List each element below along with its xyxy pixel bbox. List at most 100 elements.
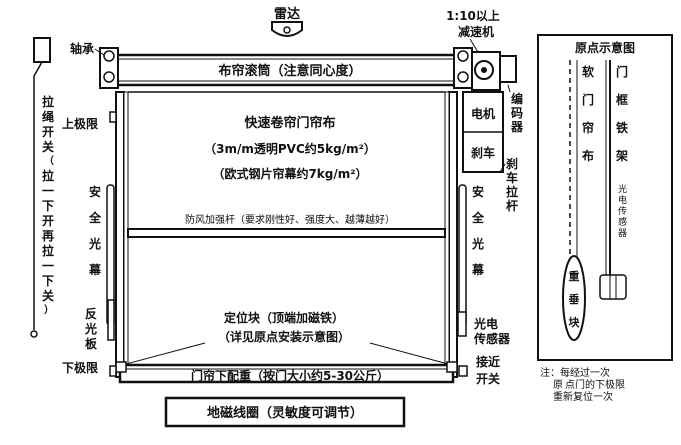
svg-text:全: 全 [88, 210, 102, 225]
radar-unit: 雷达 [271, 6, 303, 37]
svg-text:架: 架 [615, 148, 628, 163]
bearing-label: 轴承 [70, 41, 94, 56]
svg-text:（: （ [44, 154, 54, 167]
svg-text:拉: 拉 [42, 94, 54, 109]
svg-text:门: 门 [582, 92, 594, 107]
svg-text:铁: 铁 [616, 120, 628, 135]
windbar-label: 防风加强杆（要求刚性好、强度大、越薄越好） [185, 213, 395, 226]
svg-text:器: 器 [510, 120, 524, 134]
svg-text:一: 一 [42, 259, 54, 273]
svg-text:）: ） [44, 303, 54, 316]
svg-text:下: 下 [42, 274, 54, 288]
svg-text:传: 传 [618, 205, 627, 217]
motor-label: 电机 [471, 106, 495, 121]
svg-text:安: 安 [472, 184, 484, 199]
ground-coil-label: 地磁线圈（灵敏度可调节） [207, 405, 363, 421]
svg-text:光: 光 [471, 236, 484, 251]
brake-label: 刹车 [471, 145, 495, 160]
svg-text:光: 光 [618, 183, 627, 195]
svg-text:关: 关 [42, 139, 54, 154]
roller-label: 布帘滚筒（注意同心度） [218, 63, 361, 79]
svg-text:软: 软 [582, 64, 594, 79]
motor-box: 电机 刹车 [462, 91, 504, 173]
inset-weight: 重 垂 块 [562, 255, 586, 341]
svg-text:原: 原 [553, 379, 563, 391]
curtain-title: 快速卷帘门帘布 [244, 115, 335, 131]
svg-text:拉: 拉 [506, 184, 518, 199]
svg-text:编: 编 [510, 91, 523, 106]
locator-label-2: （详见原点安装示意图） [218, 329, 350, 344]
svg-text:开: 开 [42, 214, 54, 228]
bottom-weight-label: 门帘下配重（按门大小约5-30公斤） [191, 368, 389, 383]
inset-sensor-label: 光 电 传 感 器 [618, 183, 627, 239]
inset-note: 注：每经过一次 原 点门的下极限 重新复位一次 [540, 366, 625, 403]
locator-label-1: 定位块（顶端加磁铁） [224, 310, 344, 325]
svg-text:光: 光 [84, 321, 97, 336]
svg-text:框: 框 [616, 92, 628, 107]
safety-strip-right [458, 184, 467, 326]
svg-text:绳: 绳 [42, 109, 54, 124]
svg-text:电: 电 [618, 194, 627, 206]
svg-text:开: 开 [42, 125, 54, 139]
wind-bar: 防风加强杆（要求刚性好、强度大、越薄越好） [127, 213, 446, 238]
upper-limit: 上极限 [62, 111, 117, 131]
svg-text:拉: 拉 [42, 243, 54, 258]
lower-limit-label: 下极限 [62, 360, 98, 375]
svg-text:刹: 刹 [506, 156, 518, 171]
svg-text:下: 下 [42, 199, 54, 213]
inset-soft-curtain-label: 软 门 帘 布 [582, 64, 594, 163]
reflector: 反 光 板 [84, 299, 115, 351]
proximity-switch: 接近 开关 [458, 354, 500, 386]
svg-text:安: 安 [89, 184, 101, 199]
svg-text:全: 全 [471, 210, 485, 225]
roller-beam: 布帘滚筒（注意同心度） [102, 53, 470, 87]
pull-cord-switch [30, 37, 51, 338]
svg-text:器: 器 [618, 228, 627, 239]
brake-pull-rod-label: 刹 车 拉 杆 [499, 156, 518, 213]
inset-sensor-cylinder [599, 274, 627, 300]
svg-text:车: 车 [506, 170, 518, 185]
inset-title: 原点示意图 [575, 40, 635, 55]
svg-text:布: 布 [582, 148, 594, 163]
svg-text:一: 一 [42, 184, 54, 198]
svg-text:帘: 帘 [582, 120, 594, 135]
photo-sensor: 光电 传感器 [457, 311, 511, 346]
svg-text:板: 板 [85, 336, 98, 351]
curtain-pvc: （3m/m透明PVC约5kg/m²） [204, 141, 376, 156]
svg-text:幕: 幕 [88, 262, 102, 277]
reducer-label-2: 减速机 [458, 24, 494, 39]
svg-text:重: 重 [569, 269, 580, 283]
safety-label-right: 安 全 光 幕 [471, 184, 485, 277]
svg-text:反: 反 [85, 306, 97, 321]
svg-text:垂: 垂 [569, 292, 580, 306]
svg-text:感: 感 [618, 216, 627, 228]
lower-limit: 下极限 [62, 360, 117, 377]
locator-block: 定位块（顶端加磁铁） （详见原点安装示意图） [125, 310, 449, 365]
proximity-label-1: 接近 [476, 354, 500, 369]
bearing-left [99, 47, 119, 89]
photo-sensor-label-1: 光电 [473, 316, 498, 331]
pull-cord-label: 拉 绳 开 关 （ 拉 一 下 开 再 拉 一 下 关 ） [42, 94, 54, 316]
svg-text:拉: 拉 [42, 168, 54, 183]
upper-limit-label: 上极限 [62, 116, 98, 131]
radar-label: 雷达 [274, 6, 300, 22]
svg-text:块: 块 [569, 315, 581, 329]
svg-text:光: 光 [88, 236, 101, 251]
svg-text:再: 再 [42, 229, 54, 243]
proximity-label-2: 开关 [476, 371, 500, 386]
inset-door-frame-label: 门 框 铁 架 [615, 64, 628, 163]
svg-text:门: 门 [616, 64, 628, 79]
svg-text:杆: 杆 [506, 198, 518, 213]
curtain-steel: （欧式钢片帘幕约7kg/m²） [212, 166, 367, 181]
svg-text:关: 关 [42, 288, 54, 303]
bearing-right [453, 47, 473, 89]
svg-text:幕: 幕 [471, 262, 485, 277]
svg-text:点门的下极限: 点门的下极限 [565, 378, 625, 391]
svg-text:码: 码 [511, 106, 523, 120]
ground-coil: 地磁线圈（灵敏度可调节） [164, 396, 406, 428]
photo-sensor-label-2: 传感器 [473, 331, 511, 346]
bottom-weight: 门帘下配重（按门大小约5-30公斤） [115, 361, 458, 384]
safety-label-left: 安 全 光 幕 [88, 184, 102, 277]
svg-text:重新复位一次: 重新复位一次 [553, 390, 613, 403]
